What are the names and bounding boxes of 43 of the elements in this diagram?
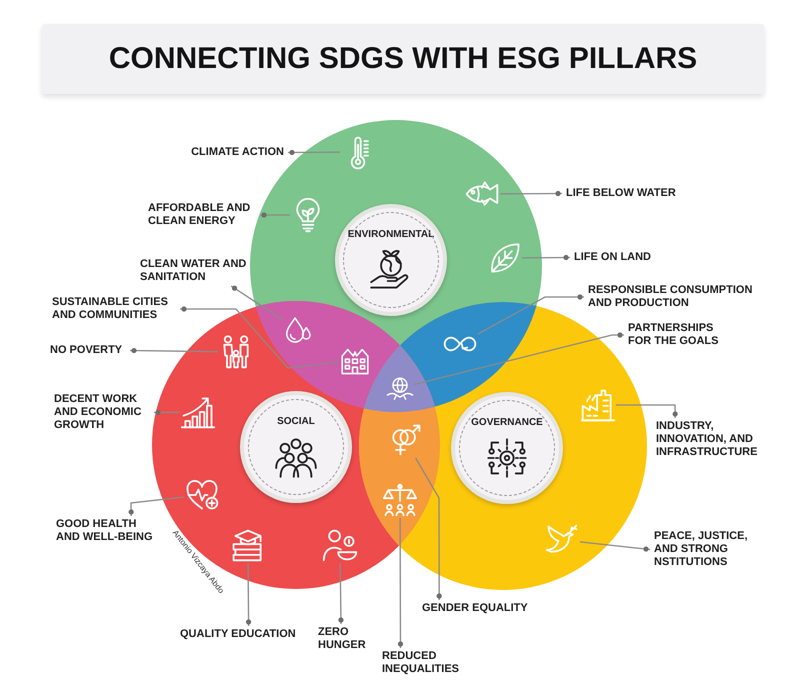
goal-label: DECENT WORK AND ECONOMIC GROWTH: [50, 391, 154, 434]
leader-line: [338, 563, 344, 624]
goal-label: CLEAN WATER AND SANITATION: [136, 256, 258, 286]
pillar-title: GOVERNANCE: [471, 416, 543, 428]
leader-line: [230, 285, 284, 321]
goal-label: LIFE BELOW WATER: [562, 185, 692, 202]
leader-line: [288, 150, 340, 156]
leader-line: [260, 212, 290, 218]
goal-label: RESPONSIBLE CONSUMPTION AND PRODUCTION: [584, 282, 764, 312]
leader-line: [128, 496, 184, 516]
leader-line: [478, 294, 584, 335]
leader-line: [154, 410, 180, 416]
pillar-title: SOCIAL: [277, 416, 315, 428]
goal-label: AFFORDABLE AND CLEAN ENERGY: [144, 200, 260, 230]
goal-label: INDUSTRY, INNOVATION, AND INFRASTRUCTURE: [652, 418, 768, 461]
water-drops-icon: [283, 315, 313, 345]
leader-line: [414, 332, 624, 386]
goal-label: LIFE ON LAND: [570, 249, 668, 266]
leader-line: [580, 541, 650, 552]
leader-line: [500, 190, 562, 196]
factory-icon: [580, 387, 616, 423]
goal-label: ZERO HUNGER: [314, 624, 374, 654]
leader-line: [616, 404, 678, 418]
leaf-icon: [488, 241, 522, 275]
goal-label: CLIMATE ACTION: [180, 144, 288, 161]
goal-label: PEACE, JUSTICE, AND STRONG NSTITUTIONS: [650, 528, 756, 571]
goal-label: NO POVERTY: [46, 342, 130, 359]
leader-line: [180, 306, 340, 369]
person-bowl-icon: [322, 527, 358, 563]
goal-label: SUSTAINABLE CITIES AND COMMUNITIES: [48, 294, 180, 324]
goal-label: GOOD HEALTH AND WELL-BEING: [52, 516, 162, 546]
goal-label: QUALITY EDUCATION: [176, 626, 308, 643]
leader-line: [522, 254, 570, 260]
leader-line: [246, 563, 252, 626]
goal-label: REDUCED INEQUALITIES: [378, 648, 468, 678]
leader-line: [398, 518, 404, 648]
title: CONNECTING SDGS WITH ESG PILLARS: [108, 42, 698, 76]
pillar-title: ENVIRONMENTAL: [348, 228, 434, 240]
goal-label: GENDER EQUALITY: [418, 600, 536, 617]
scales-icon: [382, 482, 418, 518]
leader-line: [130, 348, 218, 354]
goal-label: PARTNERSHIPS FOR THE GOALS: [624, 320, 732, 350]
leader-line: [415, 458, 442, 600]
